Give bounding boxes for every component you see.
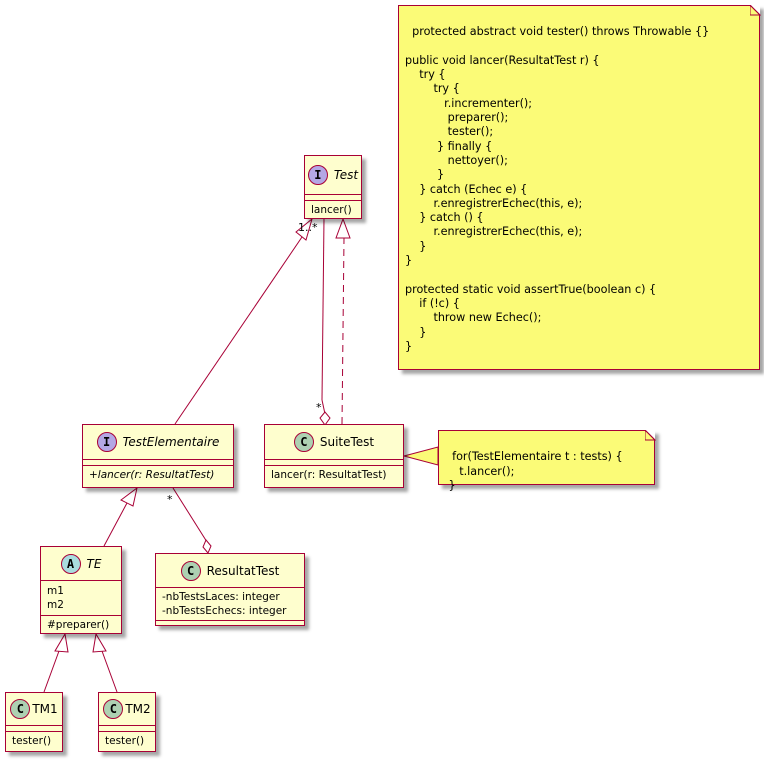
class-resultattest[interactable]: C ResultatTest -nbTestsLaces: integer -n… bbox=[155, 553, 305, 626]
class-suitetest[interactable]: C SuiteTest lancer(r: ResultatTest) bbox=[264, 424, 404, 488]
note-fold-corner bbox=[750, 5, 761, 16]
class-te-header: A TE bbox=[41, 547, 121, 581]
class-icon: C bbox=[103, 699, 124, 719]
method: lancer() bbox=[311, 204, 352, 216]
attributes-section: m1 m2 bbox=[41, 581, 121, 616]
note-main-text: protected abstract void tester() throws … bbox=[405, 25, 710, 353]
class-tm2-header: C TM2 bbox=[99, 693, 155, 726]
class-name: TE bbox=[86, 556, 102, 571]
class-te[interactable]: A TE m1 m2 #preparer() bbox=[40, 546, 122, 634]
extension-arrowhead-te-2 bbox=[92, 632, 107, 653]
interface-icon: I bbox=[96, 432, 117, 452]
class-icon: C bbox=[293, 432, 314, 452]
method: tester() bbox=[105, 735, 145, 747]
aggregation-line-end bbox=[321, 399, 326, 415]
method: lancer(r: ResultatTest) bbox=[271, 469, 387, 481]
class-tm1[interactable]: C TM1 tester() bbox=[5, 692, 63, 752]
method: #preparer() bbox=[47, 619, 110, 631]
class-testelementaire[interactable]: I TestElementaire +lancer(r: ResultatTes… bbox=[82, 424, 234, 488]
class-name: ResultatTest bbox=[206, 563, 280, 578]
class-icon: C bbox=[180, 560, 201, 581]
class-tm1-header: C TM1 bbox=[6, 693, 62, 726]
attributes-section bbox=[305, 195, 361, 201]
note-fold-corner bbox=[645, 430, 656, 441]
attributes-section bbox=[6, 726, 62, 732]
realization-line-suitetest-test bbox=[341, 237, 345, 425]
aggregation-line-suitetest-test bbox=[321, 217, 325, 401]
methods-section bbox=[156, 621, 304, 627]
class-name: TestElementaire bbox=[122, 435, 220, 449]
attribute: -nbTestsLaces: integer bbox=[162, 591, 280, 603]
multiplicity-test-side: 1..* bbox=[298, 221, 318, 234]
abstract-class-icon: A bbox=[60, 553, 81, 574]
multiplicity-suitetest-side: * bbox=[316, 401, 322, 414]
attributes-section: -nbTestsLaces: integer -nbTestsEchecs: i… bbox=[156, 588, 304, 621]
class-resultattest-header: C ResultatTest bbox=[156, 554, 304, 588]
class-tm2[interactable]: C TM2 tester() bbox=[98, 692, 156, 752]
extension-arrowhead-test bbox=[295, 217, 313, 241]
note-main-code: protected abstract void tester() throws … bbox=[398, 5, 761, 370]
extension-line-testelementaire-test bbox=[174, 236, 303, 425]
method: tester() bbox=[12, 735, 52, 747]
attribute: -nbTestsEchecs: integer bbox=[162, 605, 287, 617]
attribute: m2 bbox=[47, 599, 64, 611]
note-suite-text: for(TestElementaire t : tests) { t.lance… bbox=[448, 450, 623, 492]
interface-icon: I bbox=[307, 165, 328, 185]
extension-line-te-testelementaire bbox=[103, 502, 128, 547]
aggregation-diamond-resultattest bbox=[202, 539, 212, 554]
note-link-suitetest bbox=[402, 446, 439, 466]
class-name: Test bbox=[333, 168, 359, 182]
class-name: TM2 bbox=[125, 702, 151, 716]
class-name: SuiteTest bbox=[319, 435, 375, 449]
class-test[interactable]: I Test lancer() bbox=[304, 155, 362, 219]
class-test-header: I Test bbox=[305, 156, 361, 195]
note-suitetest-loop: for(TestElementaire t : tests) { t.lance… bbox=[438, 430, 656, 492]
attributes-section bbox=[83, 460, 233, 466]
extension-arrowhead-te-1 bbox=[54, 632, 69, 653]
attributes-section bbox=[99, 726, 155, 732]
attributes-section bbox=[265, 460, 403, 466]
aggregation-line-resultattest-testelementaire bbox=[172, 487, 208, 543]
realization-arrowhead-test bbox=[335, 217, 351, 239]
extension-line-tm2-te bbox=[101, 650, 118, 693]
class-testelementaire-header: I TestElementaire bbox=[83, 425, 233, 460]
extension-arrowhead-testelementaire bbox=[120, 486, 138, 507]
class-suitetest-header: C SuiteTest bbox=[265, 425, 403, 460]
extension-line-tm1-te bbox=[43, 650, 60, 693]
attribute: m1 bbox=[47, 585, 64, 597]
multiplicity-testelementaire-side: * bbox=[167, 493, 173, 506]
method: +lancer(r: ResultatTest) bbox=[89, 469, 215, 481]
class-icon: C bbox=[10, 699, 31, 719]
class-name: TM1 bbox=[32, 702, 58, 716]
